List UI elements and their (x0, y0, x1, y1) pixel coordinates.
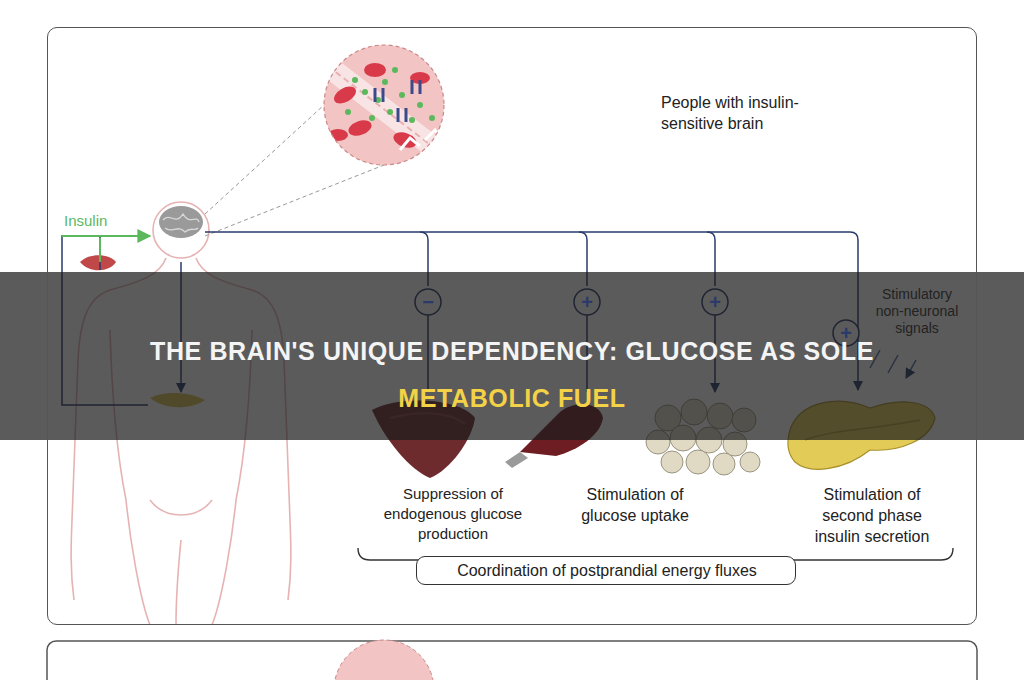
panel-heading: People with insulin-sensitive brain (661, 92, 841, 134)
effect-sign: + (703, 290, 727, 314)
inset-circle (334, 640, 434, 680)
signal-note: Stimulatory non-neuronal signals (872, 286, 962, 337)
page-title: THE BRAIN'S UNIQUE DEPENDENCY: GLUCOSE A… (132, 328, 892, 422)
effect-sign: − (416, 290, 440, 314)
summary-text: Coordination of postprandial energy flux… (417, 561, 797, 581)
insulin-wire (99, 238, 101, 262)
insulin-arrow (62, 235, 150, 237)
summary-box: Coordination of postprandial energy flux… (416, 556, 796, 585)
capillary-detail (320, 60, 450, 160)
zoom-leader (205, 105, 384, 236)
brain-symbol (159, 206, 203, 238)
title-banner: THE BRAIN'S UNIQUE DEPENDENCY: GLUCOSE A… (0, 272, 1024, 440)
effect-caption: Stimulation of glucose uptake (570, 484, 700, 526)
effect-caption: Suppression of endogenous glucose produc… (363, 484, 543, 544)
head-outline (153, 202, 209, 258)
inset-border (324, 45, 444, 165)
liver-symbol (80, 255, 116, 270)
effect-sign: + (575, 290, 599, 314)
effect-sign: + (834, 321, 858, 345)
tendon-symbol (505, 452, 528, 468)
effect-caption: Stimulation of second phase insulin secr… (805, 484, 939, 547)
hormone-label: Insulin (64, 212, 144, 230)
panel-frame (47, 641, 977, 680)
